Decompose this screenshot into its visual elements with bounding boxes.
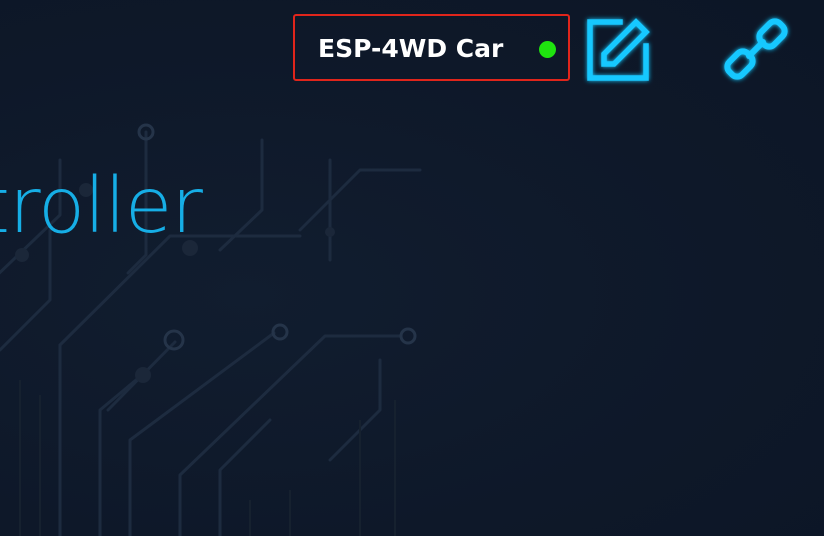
- device-selector-button[interactable]: ESP-4WD Car: [293, 14, 570, 81]
- link-button[interactable]: [716, 10, 796, 86]
- status-dot-icon: [539, 41, 556, 58]
- link-icon: [724, 18, 788, 80]
- edit-icon: [587, 18, 650, 81]
- device-name-label: ESP-4WD Car: [318, 34, 504, 63]
- edit-button[interactable]: [582, 14, 654, 86]
- page-title: ntroller: [0, 162, 203, 251]
